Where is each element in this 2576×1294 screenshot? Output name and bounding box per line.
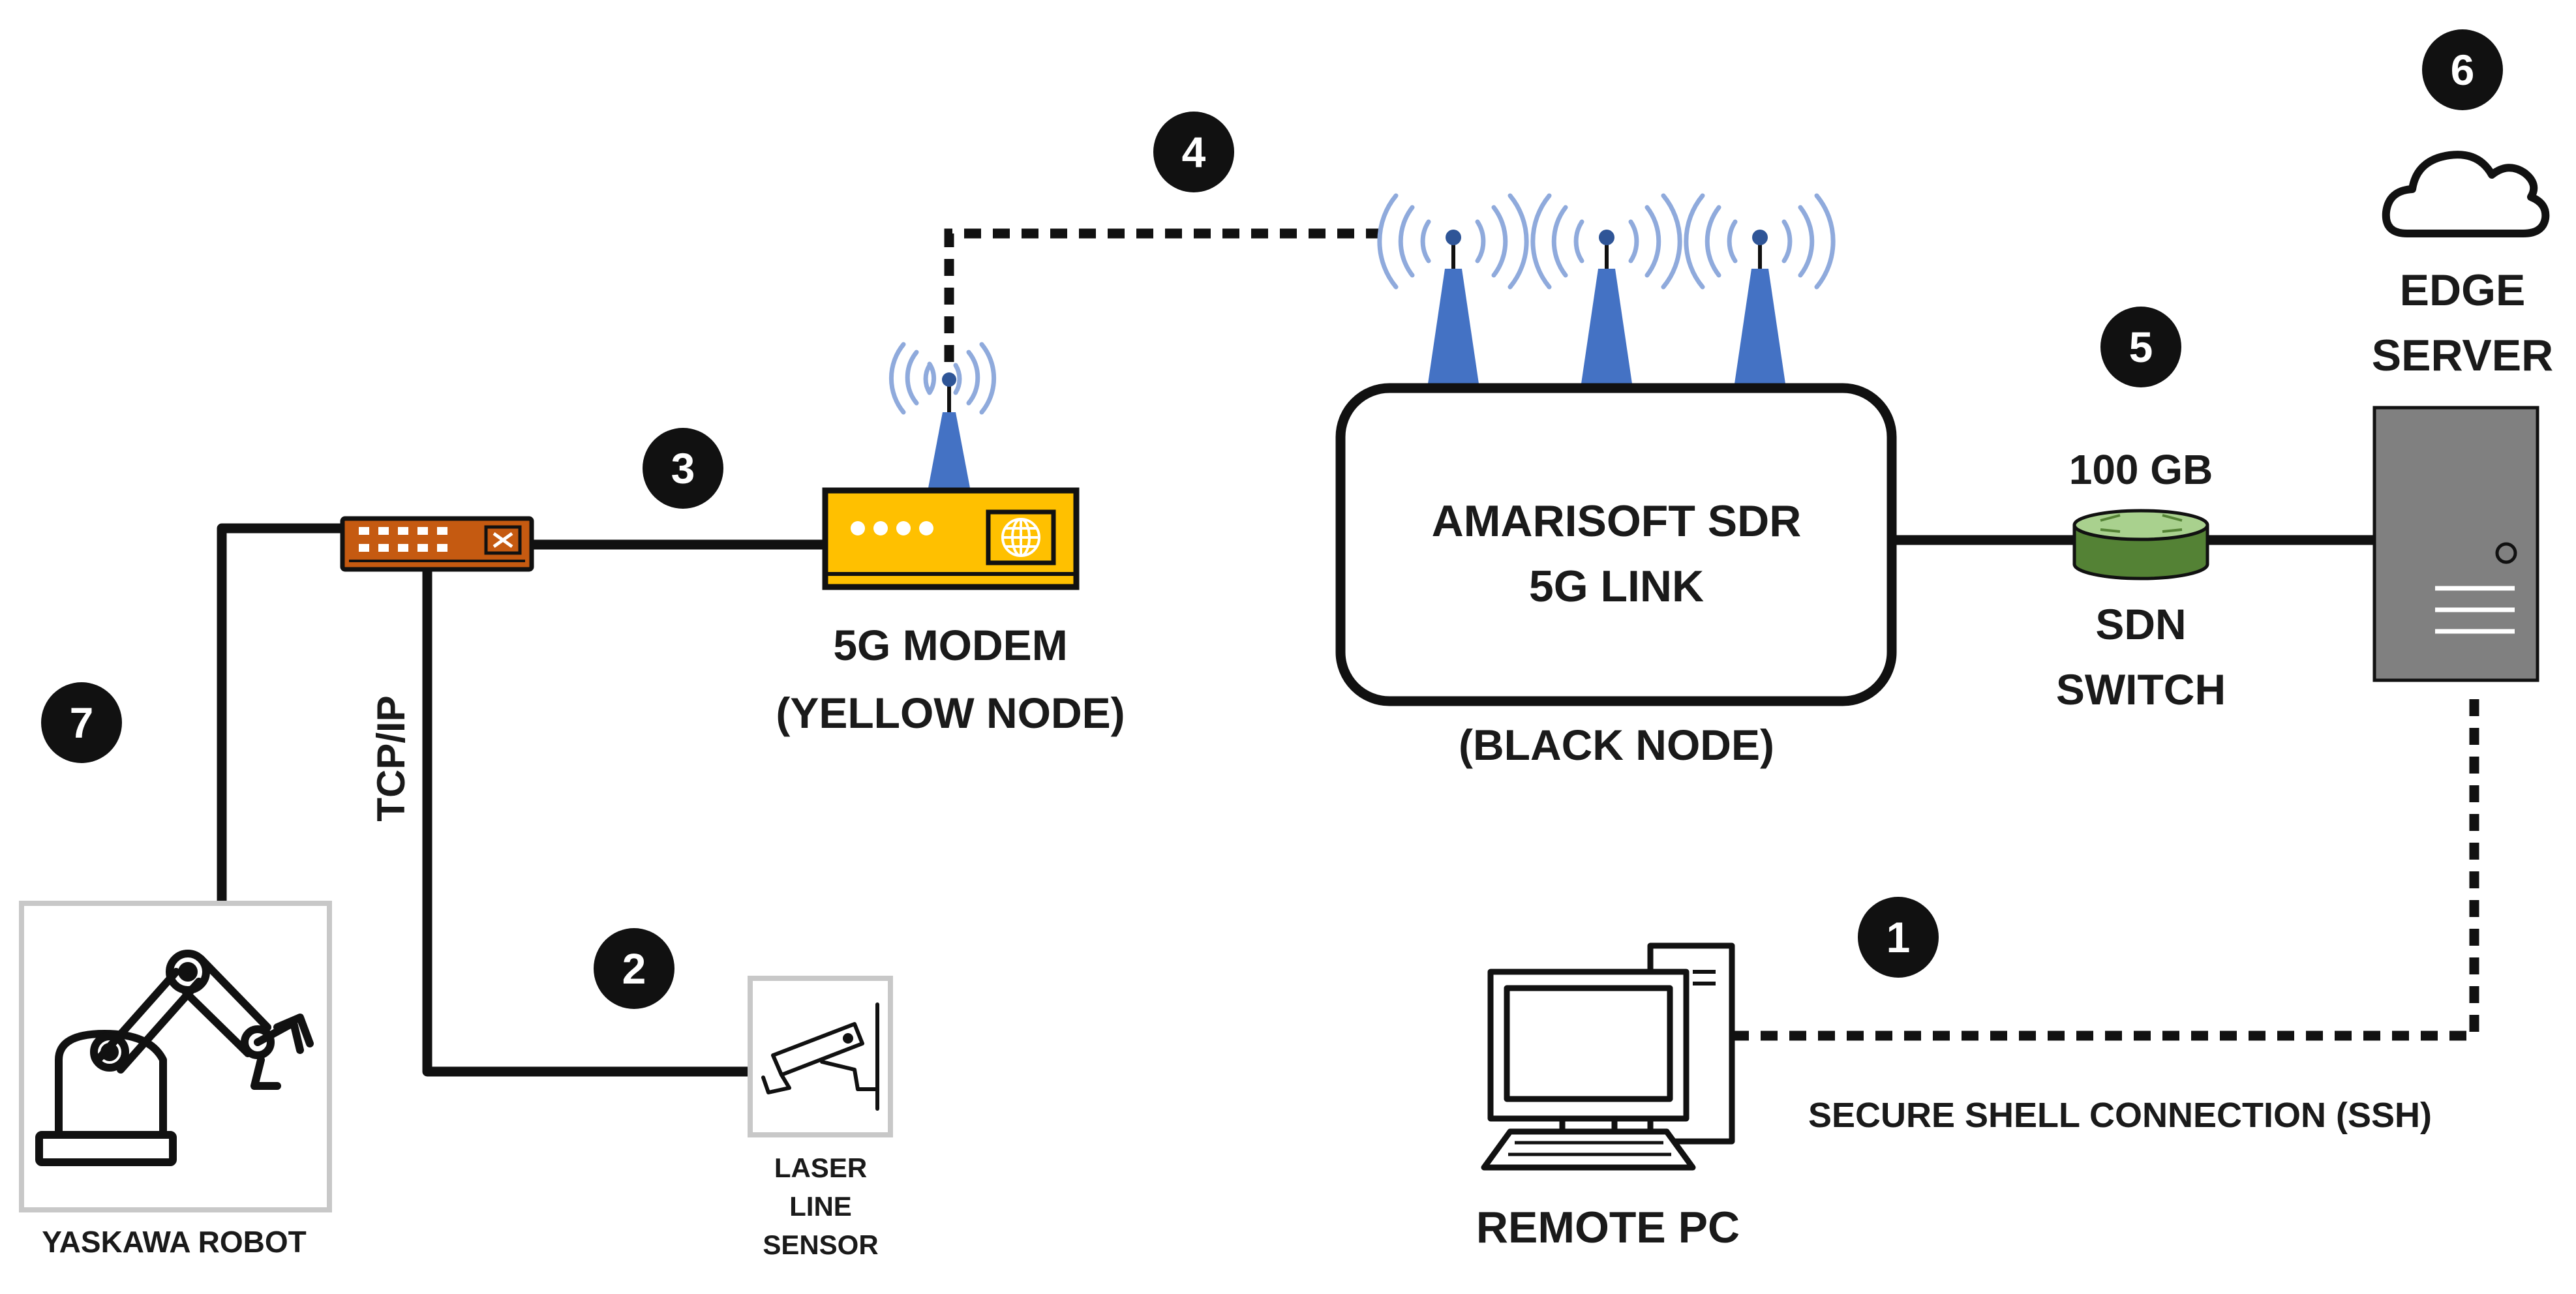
edge-label-line1: EDGE: [2400, 265, 2526, 315]
connections: [217, 523, 2380, 1077]
step-badge-2: 2: [594, 928, 674, 1009]
sdn-switch-icon: [2072, 509, 2209, 580]
remote-pc-label: REMOTE PC: [1476, 1203, 1740, 1252]
antenna-icon: [1530, 193, 1682, 388]
ssh-link: [1732, 695, 2479, 1041]
sdn-label-line1: SDN: [2095, 600, 2186, 648]
svg-text:6: 6: [2451, 46, 2475, 94]
antenna-icon: [928, 372, 970, 488]
wireless-link-4: [944, 228, 1380, 362]
tcpip-label: TCP/IP: [369, 695, 413, 821]
cloud-icon: [2382, 151, 2550, 237]
bandwidth-label: 100 GB: [2069, 446, 2213, 493]
network-switch-icon: [340, 516, 534, 572]
svg-text:4: 4: [1182, 128, 1206, 176]
sensor-label-line3: SENSOR: [763, 1229, 878, 1260]
svg-text:2: 2: [622, 944, 646, 993]
modem-label-line2: (YELLOW NODE): [776, 689, 1125, 737]
edge-label-line2: SERVER: [2372, 331, 2553, 380]
amarisoft-label-line2: 5G LINK: [1529, 562, 1704, 611]
black-node-antennas: [1377, 193, 1836, 388]
yaskawa-robot-icon: [19, 901, 332, 1212]
server-icon: [2372, 406, 2539, 682]
sensor-label-line2: LINE: [789, 1191, 852, 1222]
modem-icon: [822, 487, 1080, 590]
amarisoft-node-box: [1335, 383, 1897, 706]
wireless-links: [944, 228, 2479, 1041]
svg-text:7: 7: [70, 699, 94, 747]
step-badge-6: 6: [2422, 29, 2503, 110]
robot-to-switch-cable: [217, 523, 348, 909]
step-badge-3: 3: [643, 428, 723, 509]
modem-label-line1: 5G MODEM: [833, 621, 1067, 669]
ssh-label: SECURE SHELL CONNECTION (SSH): [1808, 1096, 2432, 1135]
sensor-label-line1: LASER: [774, 1152, 867, 1183]
svg-text:1: 1: [1887, 913, 1911, 961]
svg-text:5: 5: [2129, 323, 2153, 371]
svg-text:3: 3: [671, 444, 695, 492]
step-badge-4: 4: [1153, 112, 1234, 192]
step-badge-7: 7: [41, 682, 122, 763]
black-node-label: (BLACK NODE): [1459, 721, 1774, 769]
sdn-label-line2: SWITCH: [2056, 665, 2226, 714]
laser-sensor-icon: [748, 976, 893, 1137]
antenna-icon: [1684, 193, 1836, 388]
robot-label: YASKAWA ROBOT: [42, 1225, 307, 1259]
step-badge-5: 5: [2100, 307, 2181, 387]
amarisoft-label-line1: AMARISOFT SDR: [1432, 496, 1802, 546]
switch-to-sensor-cable: [422, 564, 755, 1077]
remote-pc-icon: [1481, 942, 1735, 1171]
step-badge-1: 1: [1858, 897, 1939, 978]
modem-antenna-waves: [888, 342, 997, 415]
sensor-frame: [748, 976, 893, 1137]
antenna-icon: [1377, 193, 1529, 388]
